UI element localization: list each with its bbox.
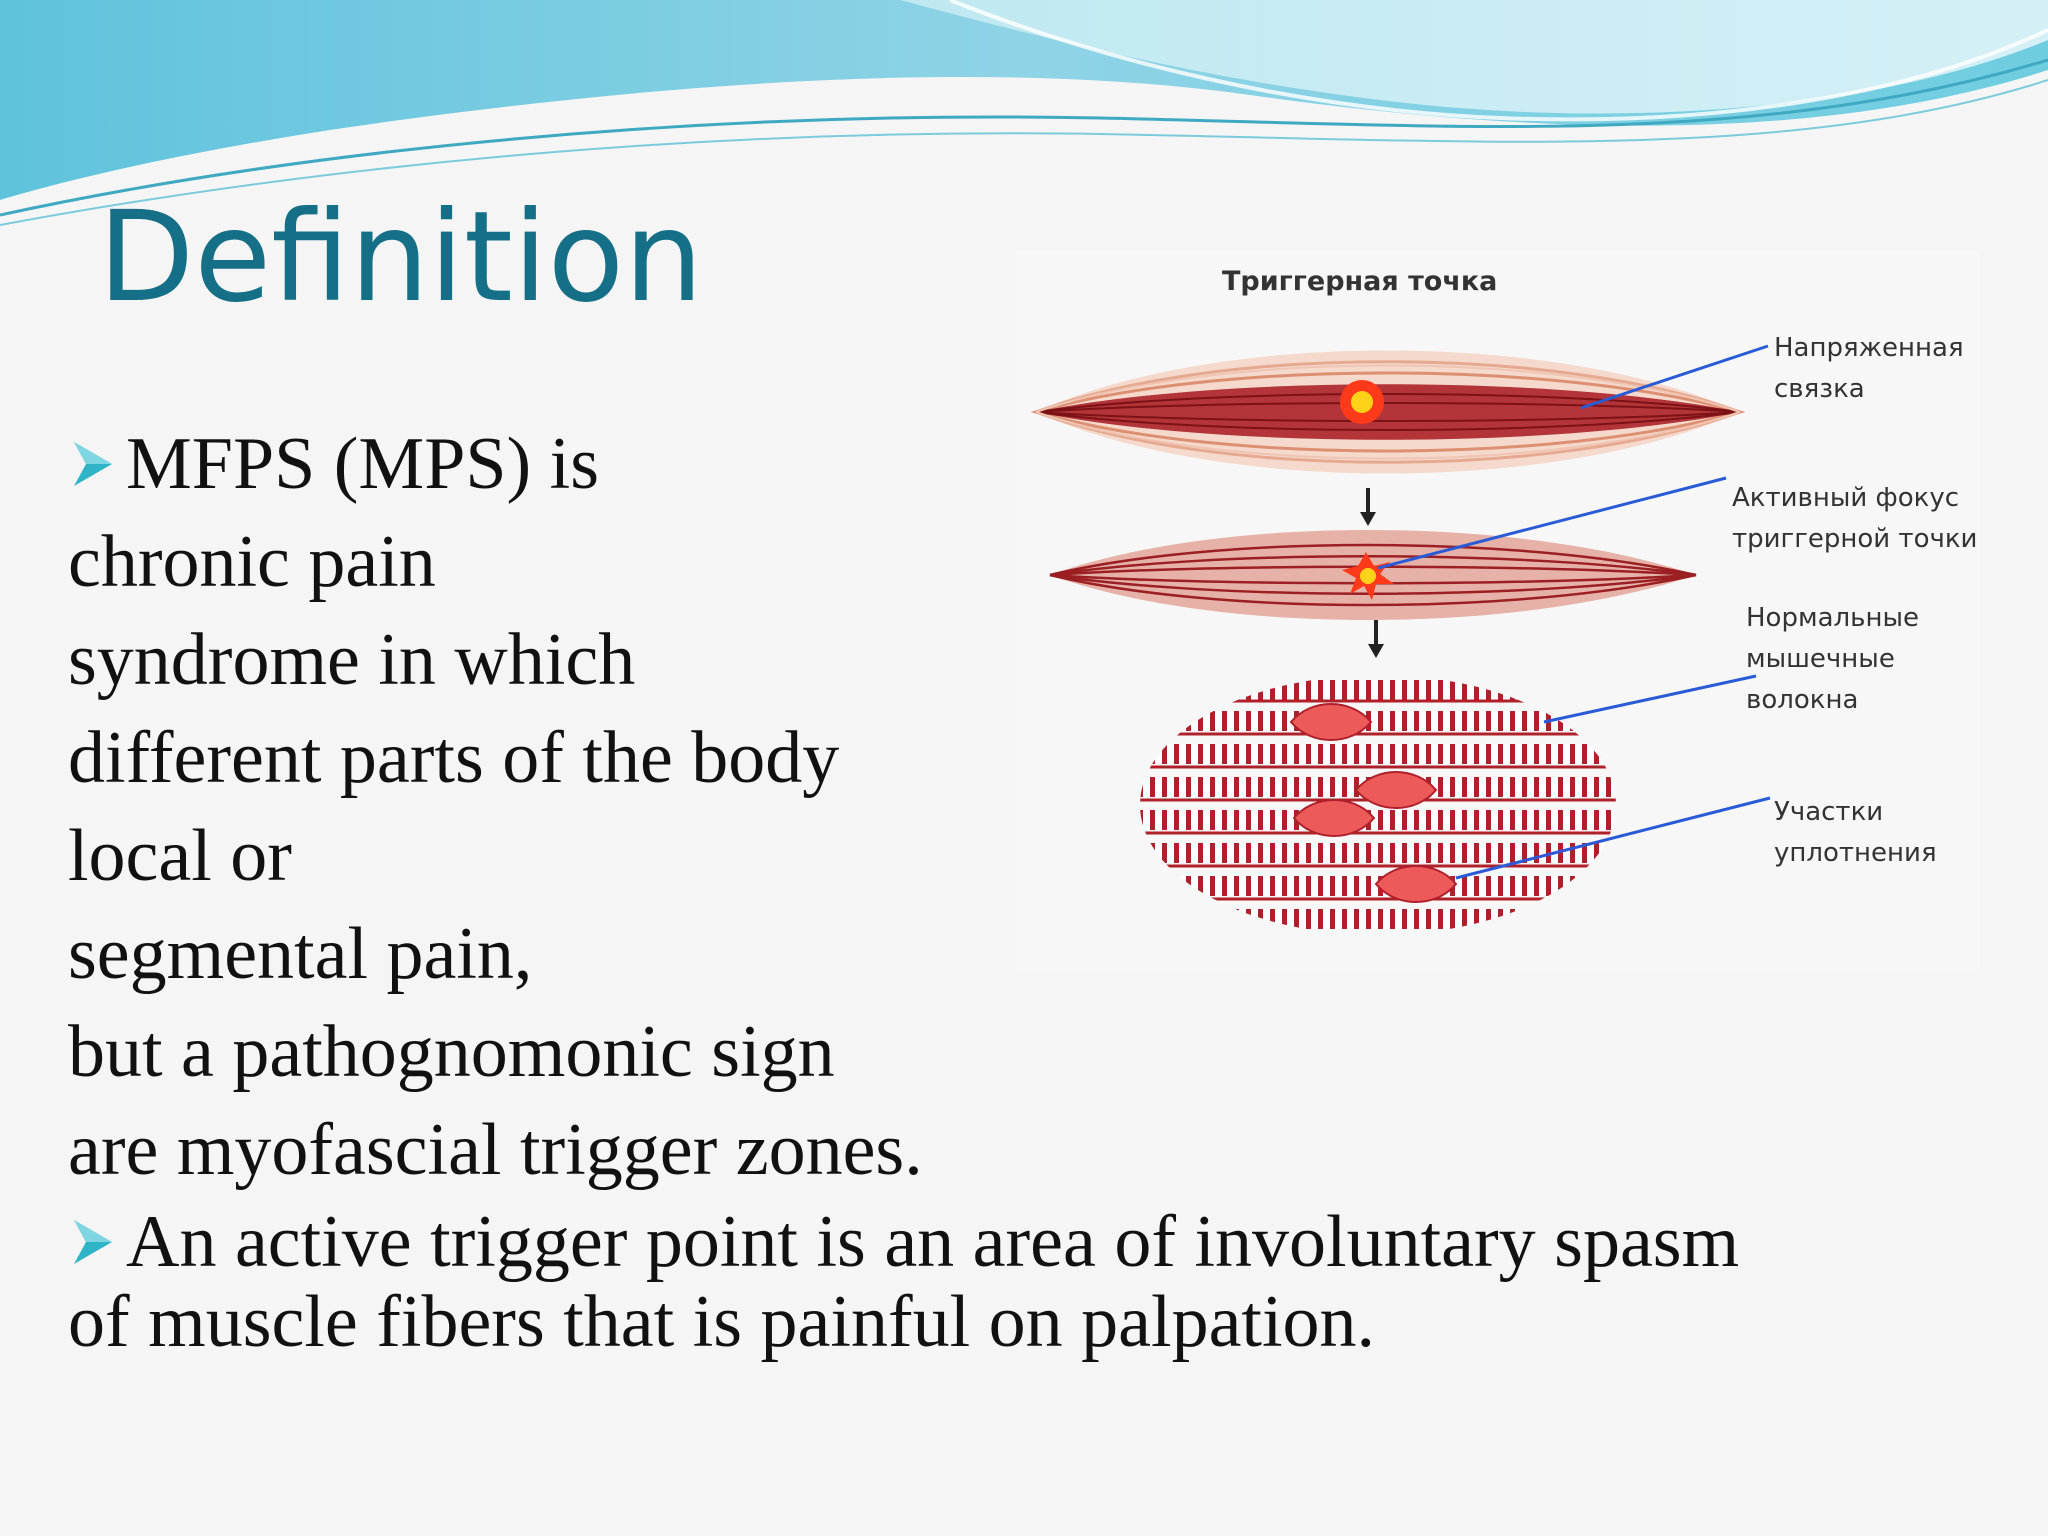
trigger-point-diagram: Триггерная точка (1016, 250, 1980, 972)
contraction-knot (1289, 703, 1458, 903)
bullet-paragraph-1: MFPS (MPS) is chronic pain syndrome in w… (68, 415, 1028, 1199)
bullet-paragraph-2: An active trigger point is an area of in… (68, 1202, 1968, 1362)
label-active-focus: Активный фокус триггерной точки (1732, 478, 1977, 560)
label-line: волокна (1746, 685, 1859, 715)
label-line: триггерной точки (1732, 524, 1978, 554)
arrowhead-bullet-icon (74, 442, 112, 486)
label-taut-band: Напряженная связка (1774, 328, 1964, 410)
bullet-1-line: local or (68, 815, 292, 897)
muscle-illustration (1030, 344, 1771, 929)
taut-muscle-band (1030, 350, 1746, 474)
bullet-2-line: of muscle fibers that is painful on palp… (68, 1281, 1376, 1363)
pointer-line (1377, 476, 1727, 570)
label-line: Участки (1774, 797, 1884, 827)
label-contraction-knots: Участки уплотнения (1774, 792, 1937, 874)
bullet-2-text: An active trigger point is an area of in… (126, 1201, 1740, 1283)
bullet-1-line: but a pathognomonic sign (68, 1011, 835, 1093)
bullet-1-text: MFPS (MPS) is (126, 423, 600, 505)
active-focus-muscle (1049, 530, 1697, 620)
down-arrow-icon (1360, 488, 1376, 526)
diagram-title: Триггерная точка (1222, 266, 1498, 297)
slide-title: Definition (98, 185, 704, 330)
pointer-line (1580, 344, 1769, 410)
bullet-1-line: MFPS (MPS) is (68, 415, 1028, 513)
bullet-1-line: segmental pain, (68, 913, 533, 995)
bullet-2-line: An active trigger point is an area of in… (68, 1202, 1968, 1282)
down-arrow-icon (1368, 620, 1384, 658)
label-line: Нормальные (1746, 603, 1919, 633)
label-line: Активный фокус (1732, 483, 1960, 513)
label-line: связка (1774, 374, 1865, 404)
label-line: мышечные (1746, 644, 1895, 674)
pointer-line (1455, 796, 1771, 880)
arrowhead-bullet-icon (74, 1220, 112, 1264)
bullet-1-line: syndrome in which (68, 619, 636, 701)
bullet-1-line: are myofascial trigger zones. (68, 1109, 923, 1191)
label-line: уплотнения (1774, 838, 1937, 868)
bullet-1-line: chronic pain (68, 521, 436, 603)
pointer-line (1543, 674, 1757, 724)
muscle-cross-section (1140, 680, 1616, 929)
bullet-1-line: different parts of the body (68, 717, 840, 799)
label-line: Напряженная (1774, 333, 1964, 363)
label-normal-fibers: Нормальные мышечные волокна (1746, 598, 1919, 721)
header-wave-decoration (0, 0, 2048, 226)
